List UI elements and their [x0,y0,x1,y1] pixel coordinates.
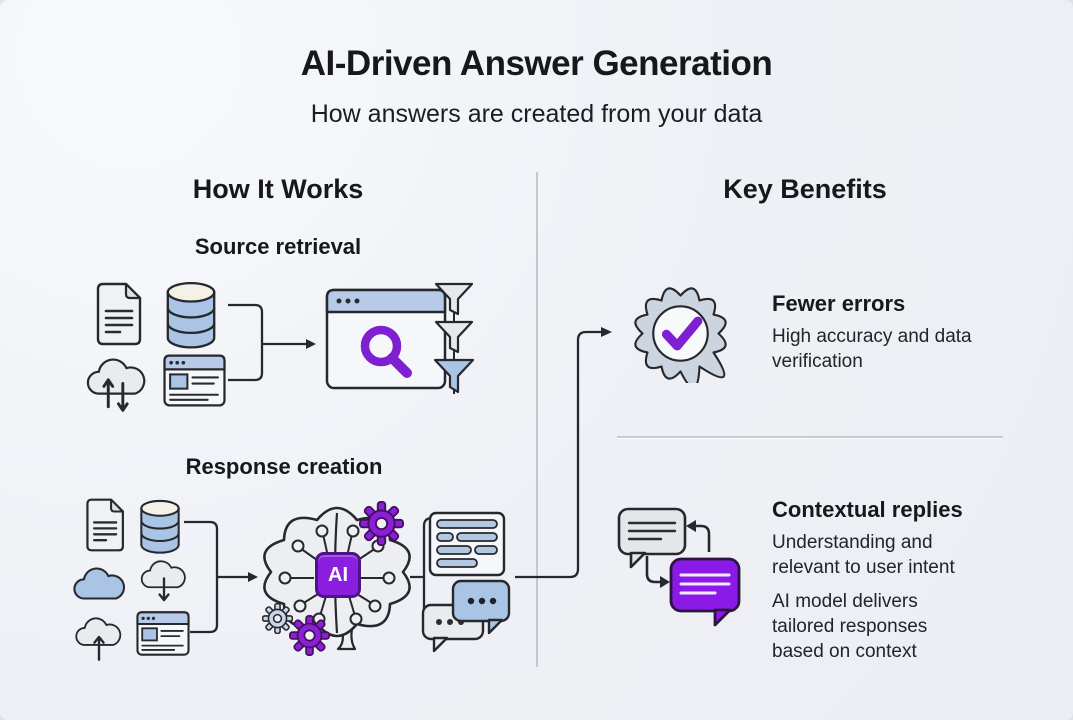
gear-icon [262,603,293,634]
gear-icon [289,615,330,656]
step-label-source-retrieval: Source retrieval [194,234,362,259]
blue-chat-bubble [451,579,511,635]
result-document-icon [428,511,506,577]
database-icon [140,499,180,554]
benefits-divider [617,436,1003,439]
verified-badge-icon [634,287,727,383]
section-title-key-benefits: Key Benefits [723,174,887,204]
ai-chip: AI [315,552,361,598]
merge-arrow-icon [228,303,316,382]
webpage-icon [163,354,226,407]
filter-funnels-icon [433,282,475,394]
search-magnifier-icon [360,325,412,378]
benefit-description: Understanding and relevant to user inten… [772,532,955,579]
arrow-right-icon [645,556,661,584]
benefit-description: AI model delivers tailored responses bas… [772,591,928,663]
document-icon [96,282,142,346]
cloud-icon [73,567,126,600]
database-icon [166,281,216,349]
chat-exchange-icon [617,507,741,627]
section-title-how-it-works: How It Works [192,174,364,204]
check-icon [661,316,703,351]
benefit-contextual-replies: Contextual replies Understanding and rel… [772,497,992,673]
purple-chat-bubble [669,557,741,627]
page-title: AI-Driven Answer Generation [300,44,773,83]
cloud-upload-icon [75,617,122,661]
cloud-download-icon [140,560,186,602]
document-icon [86,498,124,552]
circuit-nodes [278,524,396,626]
webpage-icon [136,611,190,656]
page-subtitle: How answers are created from your data [310,100,763,128]
benefit-description: High accuracy and data verification [772,326,972,373]
benefit-fewer-errors: Fewer errors High accuracy and data veri… [772,291,977,383]
arrow-left-icon [695,524,711,552]
column-divider [536,172,538,667]
flow-arrow-icon [184,520,258,634]
chat-bubbles-icon [421,579,511,653]
gray-chat-bubble [617,507,687,569]
benefit-title: Fewer errors [772,291,906,316]
benefit-title: Contextual replies [772,497,963,522]
flow-arrow-icon [515,327,612,579]
step-label-response-creation: Response creation [185,454,383,479]
search-window-icon [325,282,475,394]
cloud-sync-icon [86,358,146,412]
gear-icon [359,501,404,546]
